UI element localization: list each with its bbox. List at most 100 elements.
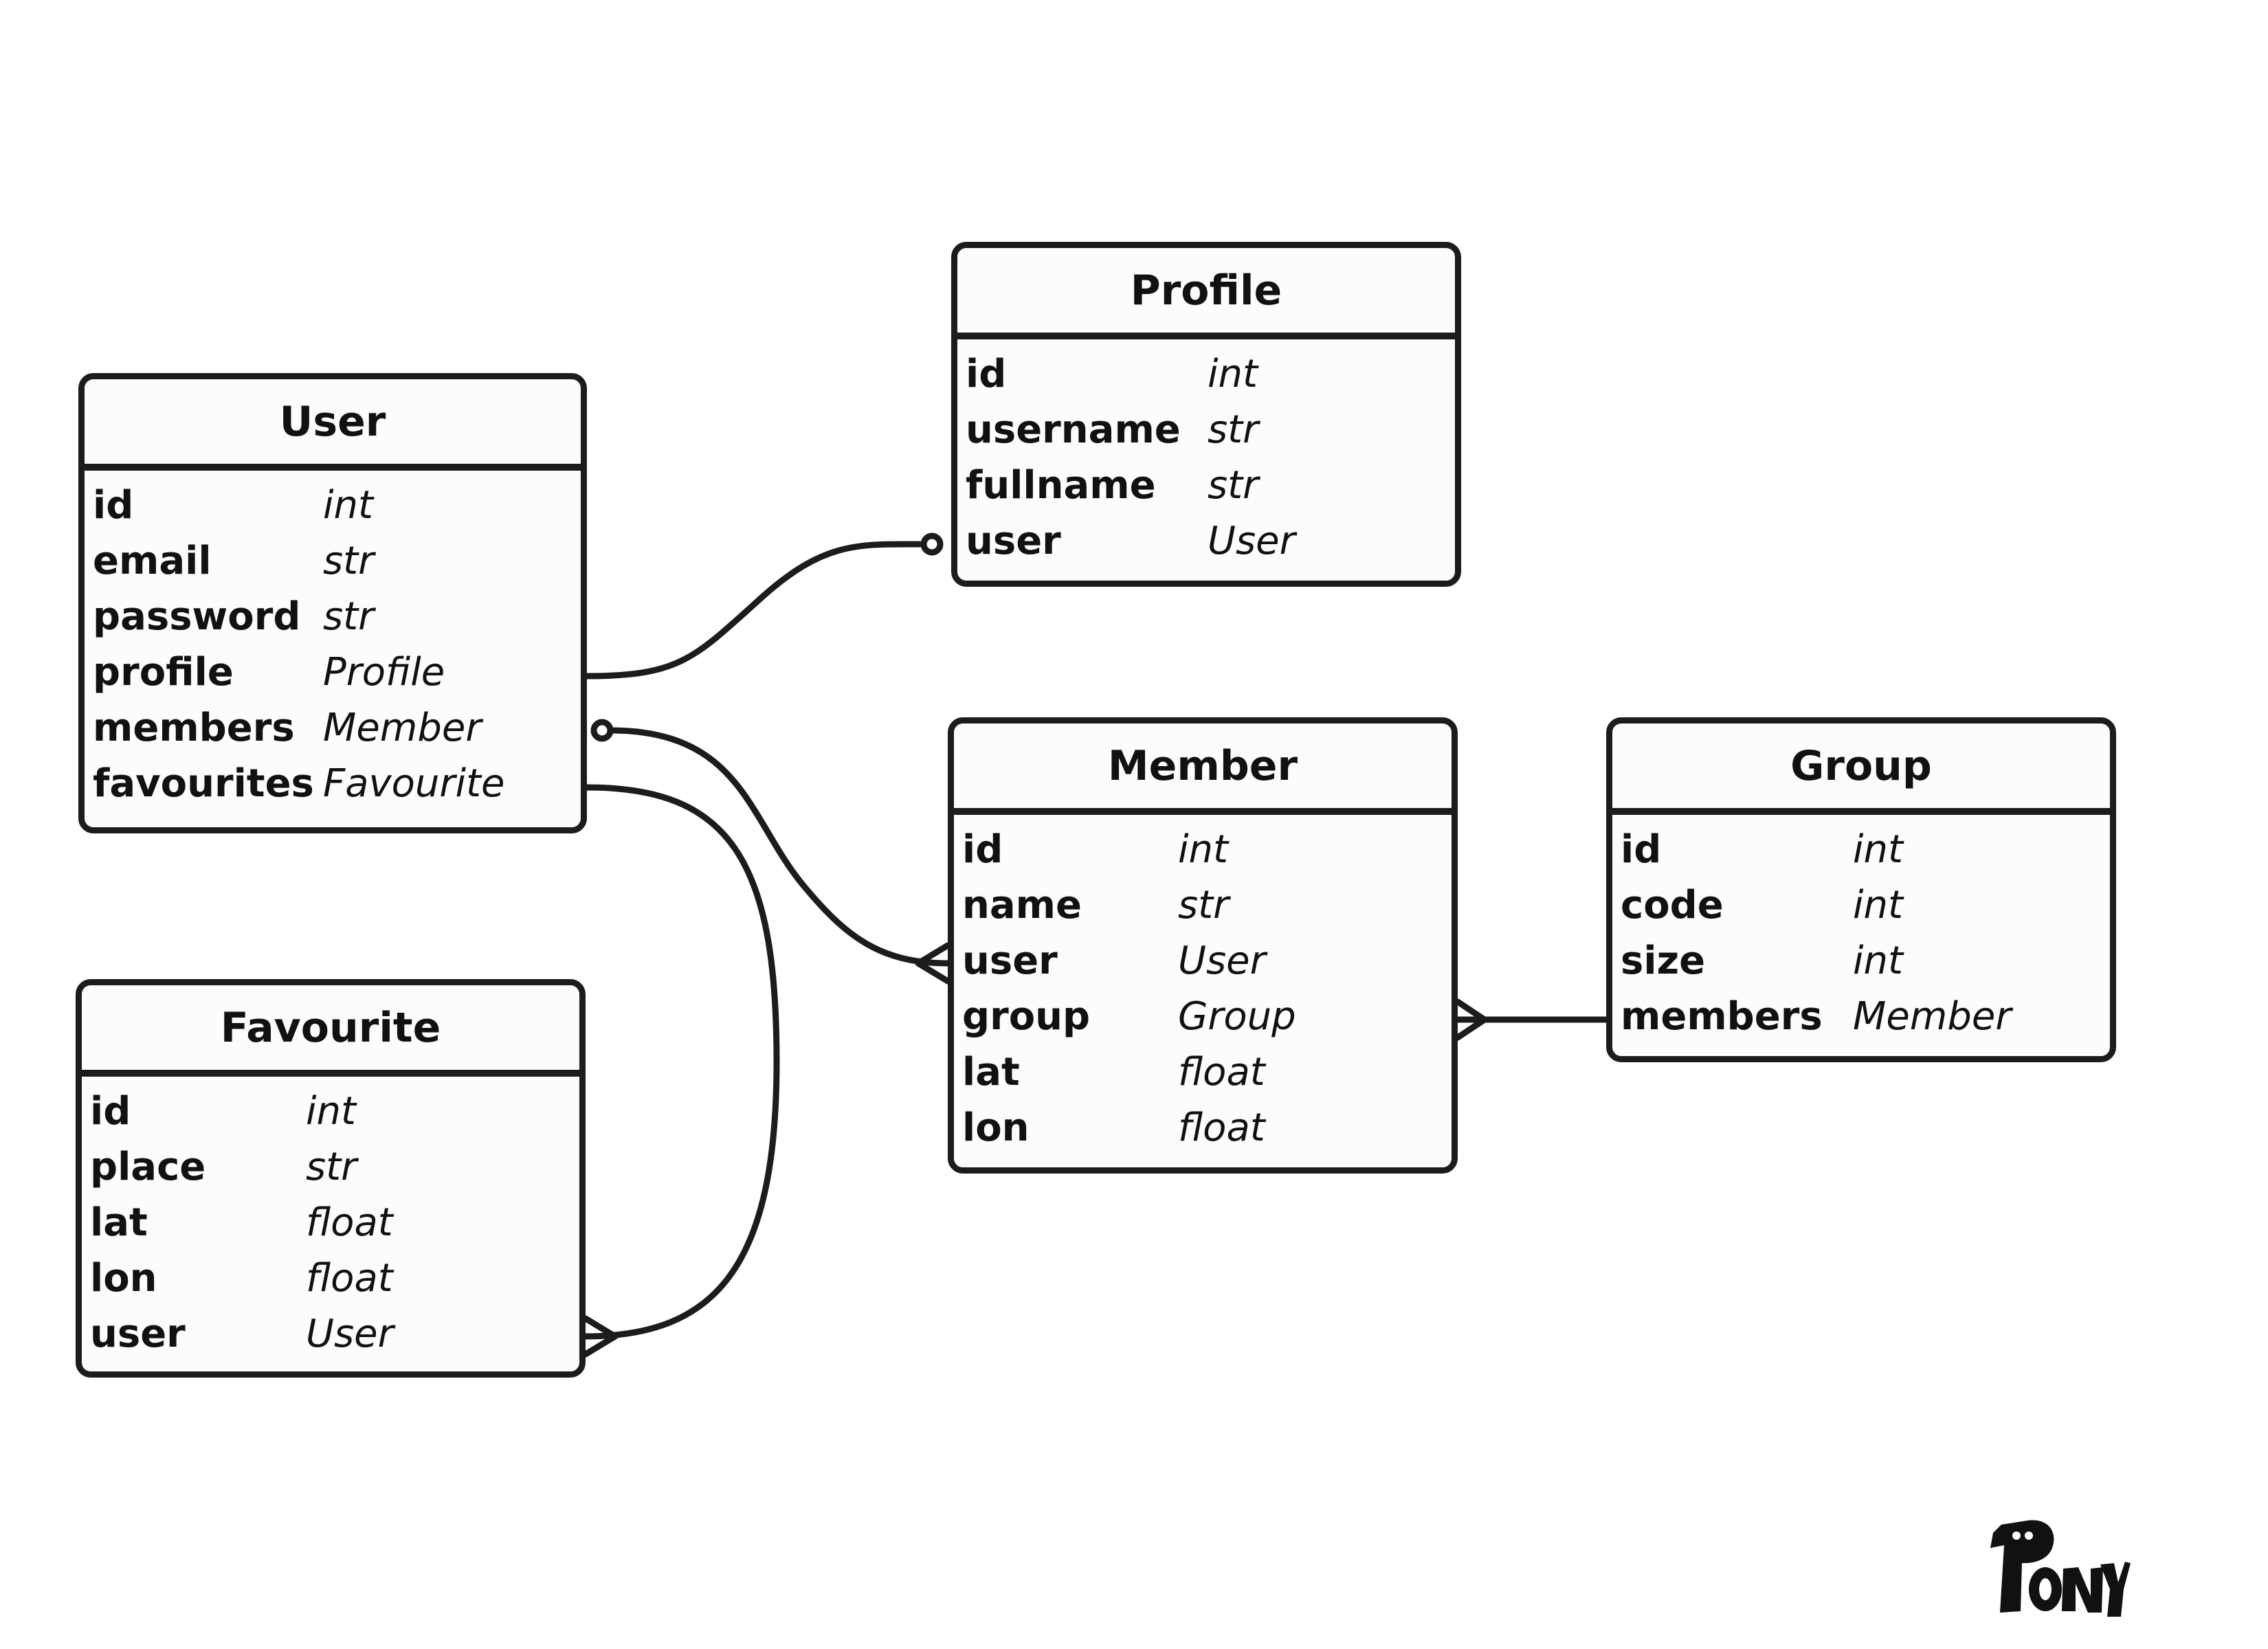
field-row: profile Profile bbox=[85, 644, 581, 700]
field-row: email str bbox=[85, 533, 581, 589]
field-name: fullname bbox=[966, 463, 1156, 508]
field-type: str bbox=[306, 1145, 357, 1189]
field-type: str bbox=[323, 539, 375, 583]
entity-header: Favourite bbox=[82, 985, 579, 1077]
field-name: lat bbox=[962, 1050, 1020, 1095]
field-name: name bbox=[962, 883, 1082, 928]
field-type: int bbox=[1208, 352, 1258, 396]
entity-title: Favourite bbox=[220, 1003, 441, 1052]
field-row: lon float bbox=[954, 1100, 1452, 1156]
field-type: int bbox=[1853, 827, 1904, 872]
relationship-group-member bbox=[1454, 998, 1610, 1041]
field-row: members Member bbox=[1612, 989, 2110, 1044]
field-type: str bbox=[1178, 883, 1230, 928]
entity-profile[interactable]: Profile id int username str fullname str… bbox=[951, 242, 1461, 587]
entity-fields: id int place str lat float lon float use… bbox=[82, 1077, 579, 1362]
entity-favourite[interactable]: Favourite id int place str lat float lon… bbox=[76, 979, 586, 1378]
field-name: username bbox=[966, 407, 1181, 452]
field-type: Member bbox=[323, 706, 482, 750]
field-type: User bbox=[306, 1312, 394, 1356]
field-name: id bbox=[1621, 827, 1662, 872]
field-row: members Member bbox=[85, 700, 581, 756]
field-row: password str bbox=[85, 589, 581, 644]
entity-fields: id int code int size int members Member bbox=[1612, 815, 2110, 1044]
field-type: int bbox=[1178, 827, 1229, 872]
entity-group[interactable]: Group id int code int size int members M… bbox=[1606, 717, 2116, 1062]
field-type: float bbox=[306, 1200, 393, 1245]
entity-fields: id int username str fullname str user Us… bbox=[957, 339, 1455, 569]
field-row: username str bbox=[957, 402, 1455, 458]
field-row: id int bbox=[82, 1084, 579, 1139]
entity-member[interactable]: Member id int name str user User group G… bbox=[948, 717, 1458, 1174]
field-row: user User bbox=[954, 933, 1452, 989]
field-row: id int bbox=[1612, 822, 2110, 877]
entity-title: Member bbox=[1107, 741, 1298, 790]
field-row: group Group bbox=[954, 989, 1452, 1044]
field-row: place str bbox=[82, 1139, 579, 1195]
field-name: lat bbox=[90, 1200, 148, 1245]
entity-title: Profile bbox=[1130, 266, 1282, 315]
field-name: group bbox=[962, 994, 1091, 1039]
relationship-user-member bbox=[590, 719, 951, 985]
field-row: user User bbox=[957, 513, 1455, 569]
field-type: str bbox=[323, 594, 375, 639]
field-name: id bbox=[93, 483, 134, 528]
field-type: Profile bbox=[323, 650, 445, 695]
field-row: lat float bbox=[954, 1044, 1452, 1100]
field-type: Favourite bbox=[323, 761, 505, 806]
field-name: id bbox=[966, 352, 1007, 396]
field-type: float bbox=[1178, 1106, 1265, 1150]
field-name: user bbox=[966, 519, 1061, 563]
pony-logo bbox=[1990, 1520, 2131, 1617]
field-name: id bbox=[962, 827, 1003, 872]
crowfoot-many-icon bbox=[582, 1315, 619, 1358]
field-name: lon bbox=[90, 1256, 157, 1301]
field-row: lon float bbox=[82, 1250, 579, 1306]
entity-fields: id int name str user User group Group la… bbox=[954, 815, 1452, 1156]
entity-fields: id int email str password str profile Pr… bbox=[85, 471, 581, 811]
entity-title: User bbox=[279, 397, 386, 446]
field-type: int bbox=[1853, 883, 1904, 928]
field-name: members bbox=[1621, 994, 1823, 1039]
field-row: id int bbox=[954, 822, 1452, 877]
field-type: float bbox=[1178, 1050, 1265, 1095]
field-row: lat float bbox=[82, 1195, 579, 1250]
field-type: str bbox=[1208, 407, 1259, 452]
relationship-user-profile bbox=[583, 532, 944, 680]
field-name: favourites bbox=[93, 761, 314, 806]
field-name: size bbox=[1621, 939, 1706, 983]
field-type: User bbox=[1208, 519, 1296, 563]
field-type: int bbox=[306, 1089, 357, 1134]
field-row: favourites Favourite bbox=[85, 756, 581, 811]
relationship-line bbox=[582, 784, 780, 1340]
field-type: float bbox=[306, 1256, 393, 1301]
entity-header: Profile bbox=[957, 248, 1455, 339]
field-row: id int bbox=[957, 346, 1455, 402]
field-row: name str bbox=[954, 877, 1452, 933]
field-name: profile bbox=[93, 650, 234, 695]
entity-user[interactable]: User id int email str password str profi… bbox=[78, 373, 587, 833]
field-row: id int bbox=[85, 478, 581, 533]
field-type: int bbox=[323, 483, 374, 528]
field-row: user User bbox=[82, 1306, 579, 1362]
field-name: user bbox=[90, 1312, 186, 1356]
crowfoot-many-icon bbox=[1454, 998, 1488, 1041]
field-name: place bbox=[90, 1145, 206, 1189]
field-type: int bbox=[1853, 939, 1904, 983]
crowfoot-many-icon bbox=[915, 942, 951, 985]
field-name: email bbox=[93, 539, 212, 583]
entity-header: User bbox=[85, 379, 581, 471]
field-name: password bbox=[93, 594, 301, 639]
entity-title: Group bbox=[1790, 741, 1932, 790]
field-type: User bbox=[1178, 939, 1266, 983]
field-row: code int bbox=[1612, 877, 2110, 933]
relationship-line bbox=[607, 727, 951, 967]
field-row: size int bbox=[1612, 933, 2110, 989]
field-row: fullname str bbox=[957, 458, 1455, 513]
field-name: members bbox=[93, 706, 295, 750]
field-type: str bbox=[1208, 463, 1259, 508]
field-type: Member bbox=[1853, 994, 2012, 1039]
field-name: code bbox=[1621, 883, 1724, 928]
